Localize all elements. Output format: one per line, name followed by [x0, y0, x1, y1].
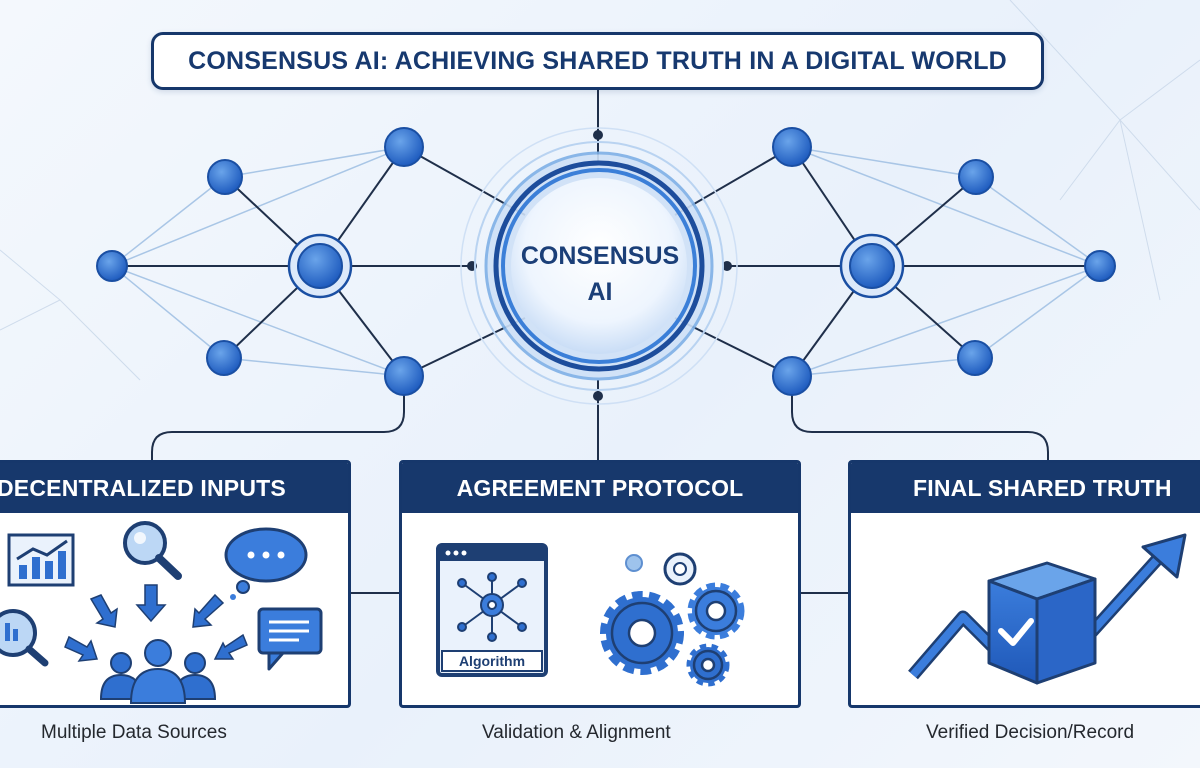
caption-truth: Verified Decision/Record	[926, 722, 1135, 743]
gear-icon	[600, 552, 745, 687]
panel-agreement-protocol: AGREEMENT PROTOCOL Algorithm	[399, 460, 801, 708]
protocol-illustration: Algorithm	[436, 543, 745, 687]
thought-bubble-icon	[224, 527, 308, 600]
background-lines	[0, 0, 1200, 381]
panel-decentralized-inputs: DECENTRALIZED INPUTS	[0, 460, 351, 708]
hub-label-line2: AI	[587, 278, 613, 306]
caption-inputs: Multiple Data Sources	[41, 722, 227, 743]
search-chart-icon	[0, 609, 49, 667]
checkmark-icon	[998, 618, 1034, 646]
consensus-hub	[460, 127, 738, 405]
light-connections	[111, 146, 1101, 377]
hub-label-line1: CONSENSUS	[520, 242, 680, 270]
hub-label: CONSENSUS AI	[500, 238, 700, 310]
panel-heading: FINAL SHARED TRUTH	[851, 463, 1200, 513]
page-title: CONSENSUS AI: ACHIEVING SHARED TRUTH IN …	[188, 46, 1007, 75]
panel-heading: AGREEMENT PROTOCOL	[402, 463, 798, 513]
junction-dots	[467, 130, 732, 401]
arrow-icon	[64, 584, 248, 662]
hub-node-left	[287, 233, 353, 299]
algorithm-label: Algorithm	[459, 653, 525, 669]
magnifier-icon	[123, 521, 182, 580]
cube-icon	[987, 561, 1097, 685]
panel-final-shared-truth: FINAL SHARED TRUTH	[848, 460, 1200, 708]
inputs-illustration	[0, 521, 323, 704]
people-group-icon	[99, 639, 217, 704]
caption-protocol: Validation & Alignment	[482, 722, 671, 743]
hub-node-right	[839, 233, 905, 299]
truth-illustration	[908, 533, 1187, 685]
chat-icon	[257, 607, 323, 671]
outer-nodes	[96, 127, 1116, 396]
title-banner: CONSENSUS AI: ACHIEVING SHARED TRUTH IN …	[151, 32, 1044, 90]
panel-heading: DECENTRALIZED INPUTS	[0, 463, 348, 513]
bar-chart-icon	[7, 533, 75, 587]
network-node-icon	[457, 572, 527, 642]
